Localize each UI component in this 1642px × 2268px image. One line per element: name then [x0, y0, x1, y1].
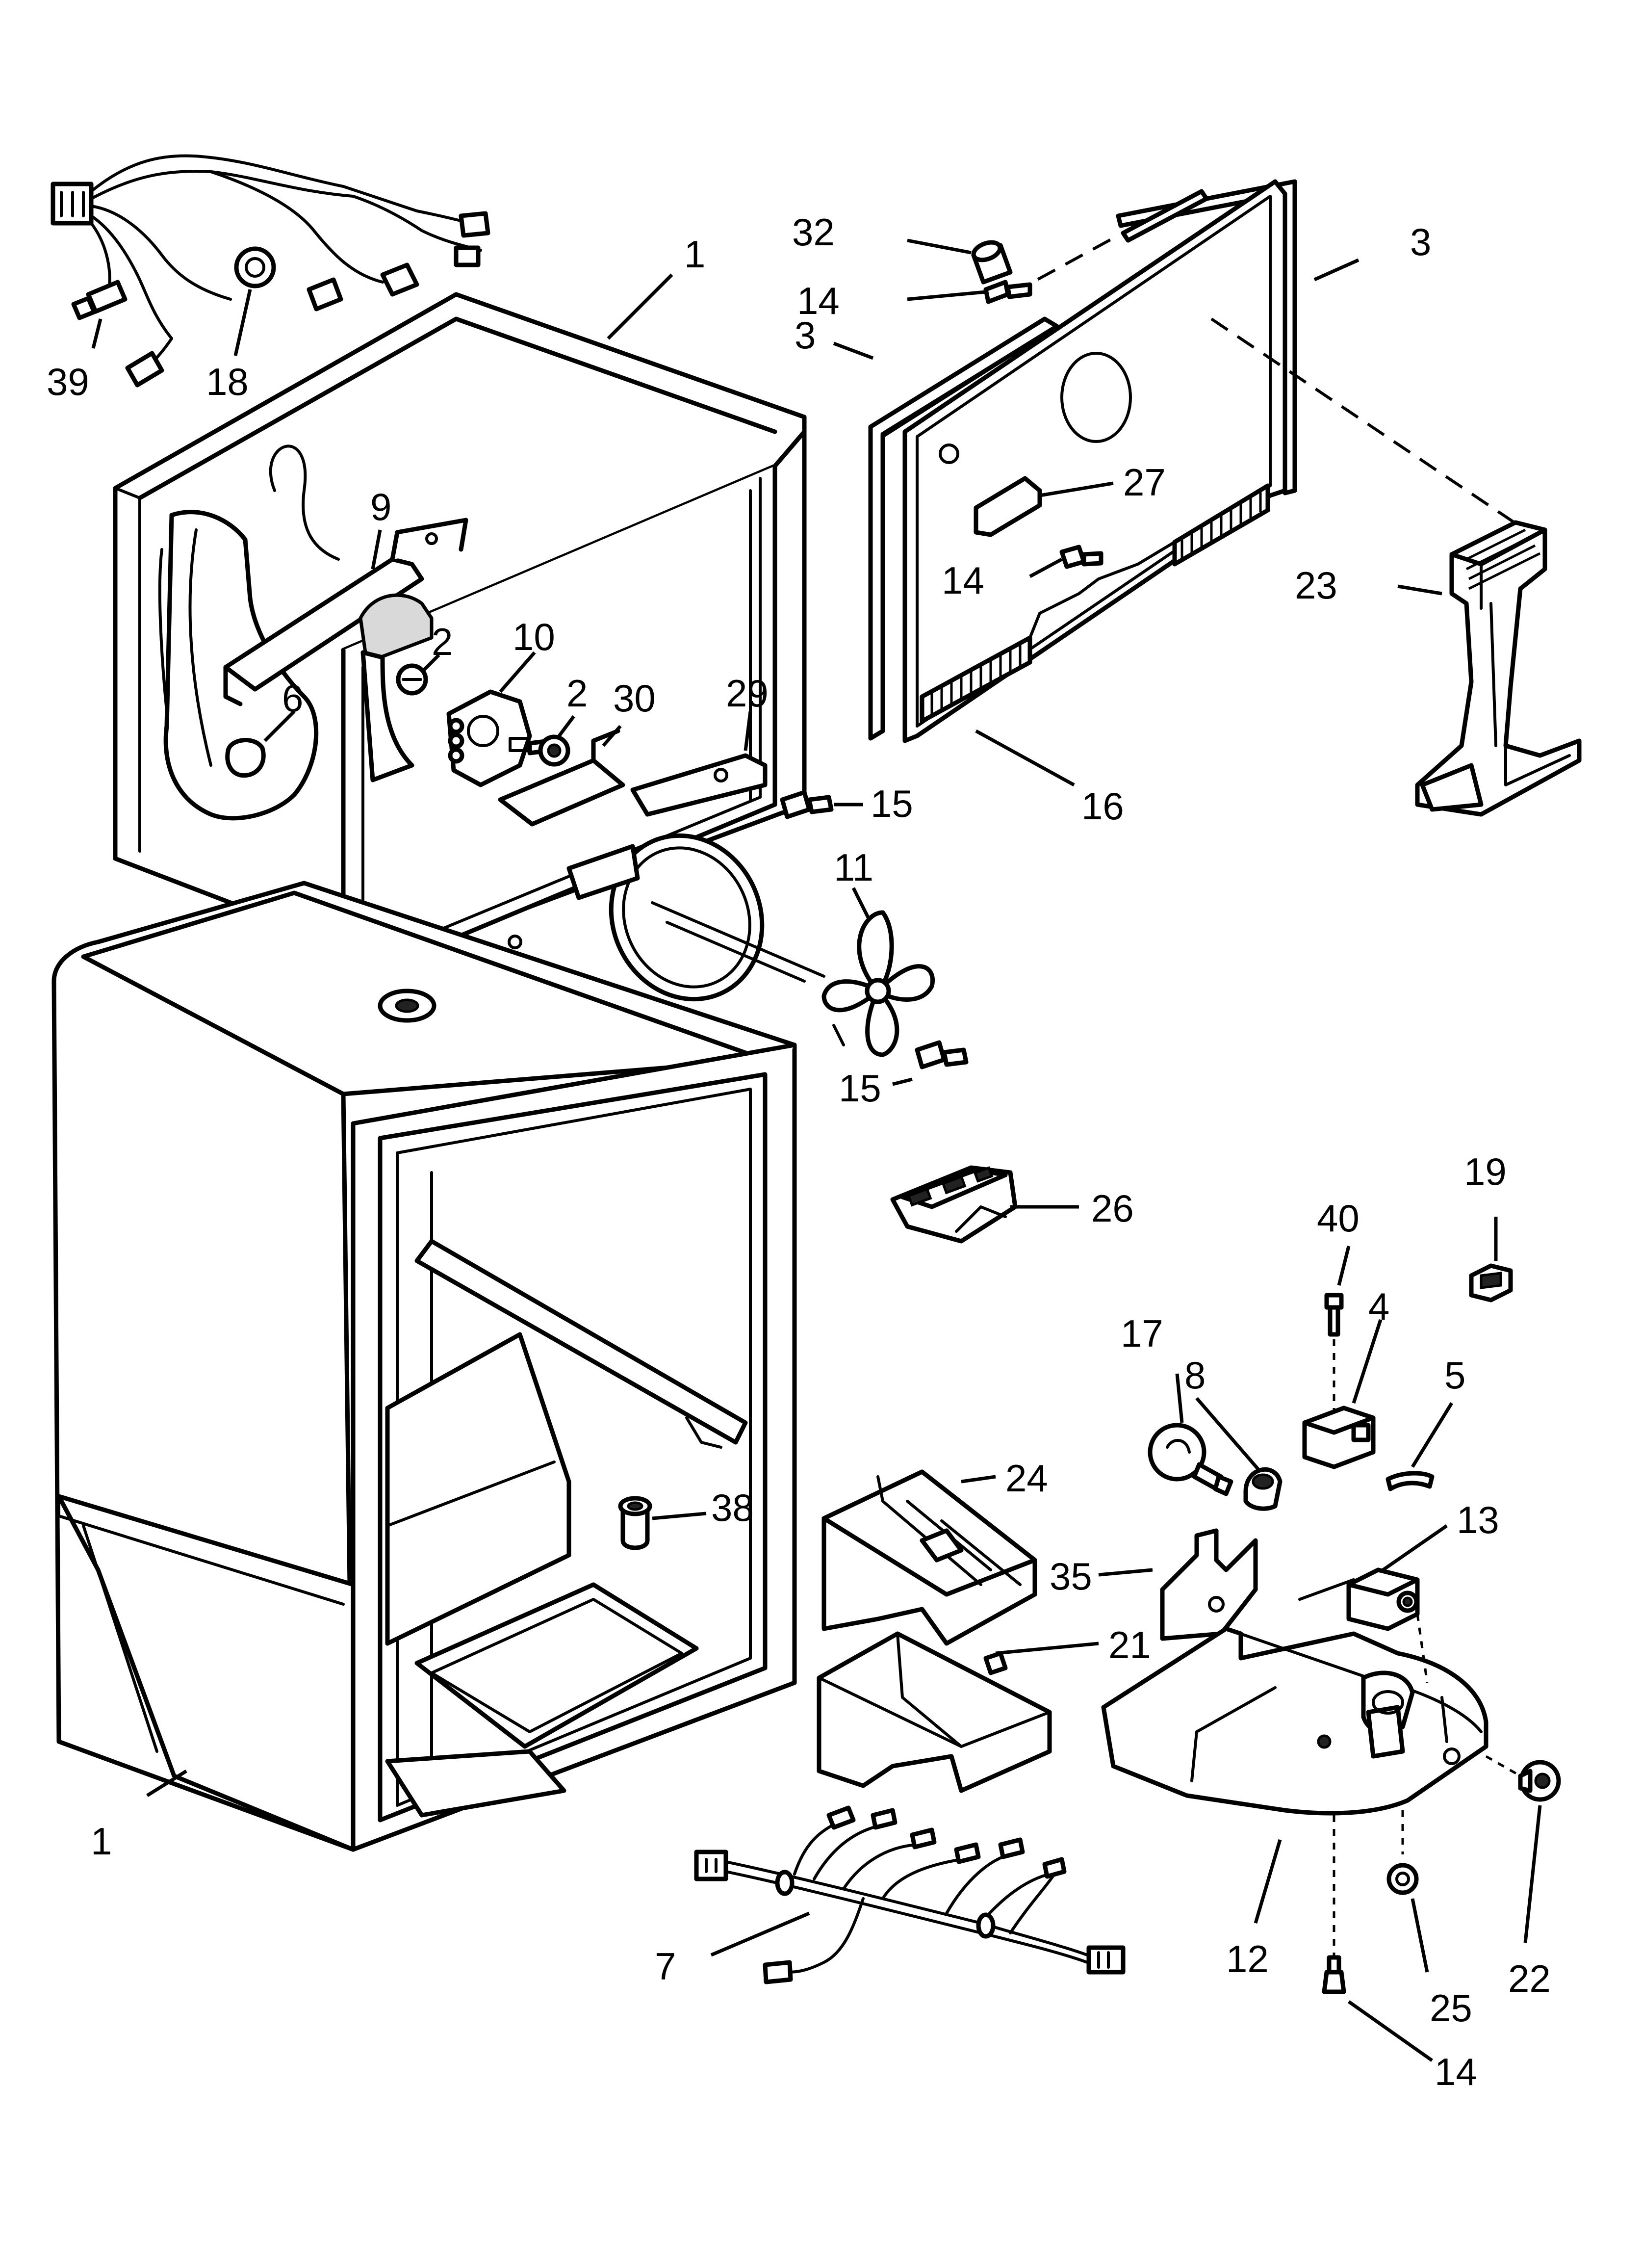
freezer-liner — [113, 292, 825, 1002]
knob-22 — [1518, 1760, 1561, 1802]
callout-10: 10 — [513, 615, 555, 658]
wire-harness-upper — [51, 154, 490, 388]
light-socket-8 — [1243, 1467, 1283, 1511]
clip-19 — [1469, 1263, 1513, 1303]
callout-40: 40 — [1317, 1197, 1360, 1240]
callout-6: 6 — [282, 677, 303, 720]
screw-14-bottom — [1322, 1955, 1346, 1994]
callout-15-lower: 15 — [839, 1067, 881, 1110]
callout-1-lower: 1 — [91, 1820, 112, 1863]
leader-lines — [91, 238, 1542, 2062]
callout-18: 18 — [206, 360, 249, 403]
screw-40 — [1324, 1293, 1344, 1413]
callouts: 1 1 2 2 3 3 4 5 6 7 8 9 10 11 12 13 14 1… — [47, 210, 1551, 2093]
light-housing-24 — [821, 1469, 1037, 1646]
callout-38: 38 — [711, 1486, 754, 1529]
vent-grille-upper — [1172, 483, 1270, 567]
callout-12: 12 — [1226, 1937, 1269, 1981]
fan-blade — [821, 910, 935, 1057]
callout-22: 22 — [1508, 1957, 1551, 2000]
bushing-38 — [618, 1496, 652, 1550]
callout-7: 7 — [655, 1945, 676, 1988]
callout-3-right: 3 — [1410, 220, 1431, 263]
callout-5: 5 — [1444, 1354, 1465, 1397]
callout-21: 21 — [1108, 1623, 1151, 1667]
screw-14-top — [983, 280, 1032, 304]
callout-11: 11 — [834, 846, 873, 889]
callout-26: 26 — [1091, 1187, 1134, 1230]
callout-16: 16 — [1081, 784, 1124, 828]
callout-24: 24 — [1005, 1457, 1048, 1500]
callout-39: 39 — [47, 360, 89, 403]
rear-panel-assembly — [868, 179, 1526, 743]
wire-harness-lower — [694, 1805, 1126, 1984]
screw-15-lower — [915, 1040, 969, 1069]
tube-5 — [1385, 1471, 1435, 1491]
callout-14-bottom: 14 — [1435, 2050, 1477, 2093]
callout-3-left: 3 — [795, 313, 816, 357]
callout-13: 13 — [1457, 1498, 1499, 1541]
callout-2-left: 2 — [432, 620, 453, 663]
screw-15-upper — [780, 790, 834, 819]
callout-27: 27 — [1123, 461, 1166, 504]
callout-35: 35 — [1050, 1555, 1092, 1598]
callout-14-panel: 14 — [942, 559, 984, 602]
callout-9: 9 — [370, 485, 391, 528]
bracket-35 — [1160, 1528, 1258, 1641]
callout-30: 30 — [613, 677, 656, 720]
callout-19: 19 — [1464, 1150, 1507, 1193]
thermostat-4 — [1302, 1406, 1376, 1469]
screw-14-panel — [1059, 545, 1103, 569]
switch-housing-26 — [890, 1165, 1018, 1244]
nut-25 — [1386, 1863, 1419, 1895]
control-housing-12 — [1101, 1614, 1521, 1957]
control-13 — [1298, 1567, 1420, 1631]
callout-14-top: 14 — [797, 279, 840, 322]
light-shield-21 — [817, 1631, 1052, 1793]
callout-8: 8 — [1184, 1354, 1206, 1397]
callout-25: 25 — [1430, 1986, 1472, 2030]
fresh-food-liner — [51, 881, 797, 1852]
callout-17: 17 — [1121, 1312, 1163, 1355]
air-duct — [1415, 520, 1582, 817]
vent-grille-lower — [920, 635, 1032, 724]
callout-23: 23 — [1295, 564, 1337, 607]
light-bulb-17 — [1148, 1423, 1233, 1496]
callout-29: 29 — [726, 672, 769, 715]
callout-1-upper: 1 — [684, 233, 705, 276]
callout-2-right: 2 — [566, 672, 588, 715]
callout-15-upper: 15 — [871, 782, 913, 825]
callout-4: 4 — [1368, 1285, 1389, 1328]
callout-32: 32 — [792, 210, 835, 254]
spacer-32 — [971, 240, 1013, 285]
